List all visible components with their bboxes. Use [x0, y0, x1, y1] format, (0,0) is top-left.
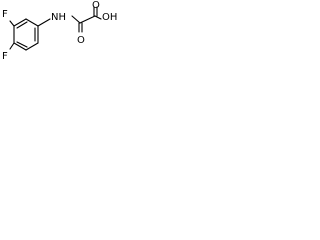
ring-bond-5 [25, 42, 39, 51]
carboxyl-hydroxyl-bond [94, 15, 102, 20]
ring-bond-4 [13, 42, 27, 51]
ring-bond-1 [25, 18, 39, 27]
ring-nitrogen-bond [37, 18, 51, 27]
nitrogen-carbonyl-bond [71, 15, 81, 24]
ring-double-bond-2 [16, 41, 28, 48]
carbonyl-carbonyl-bond [79, 15, 96, 24]
ring-bond-2 [13, 18, 27, 27]
fluorine-bottom-label: F [2, 51, 8, 62]
amine-label: NH [51, 12, 66, 23]
fluorine-bottom-bond [9, 42, 15, 50]
fluorine-top-bond [9, 20, 15, 27]
ring-double-bond-1 [16, 21, 28, 29]
carbonyl-oxygen-1-label: O [77, 35, 85, 46]
carbonyl-oxygen-2-label: O [92, 0, 100, 11]
hydroxyl-label: OH [102, 12, 117, 23]
fluorine-top-label: F [2, 9, 8, 20]
structure-diagram: F F NH O O OH [2, 0, 117, 62]
